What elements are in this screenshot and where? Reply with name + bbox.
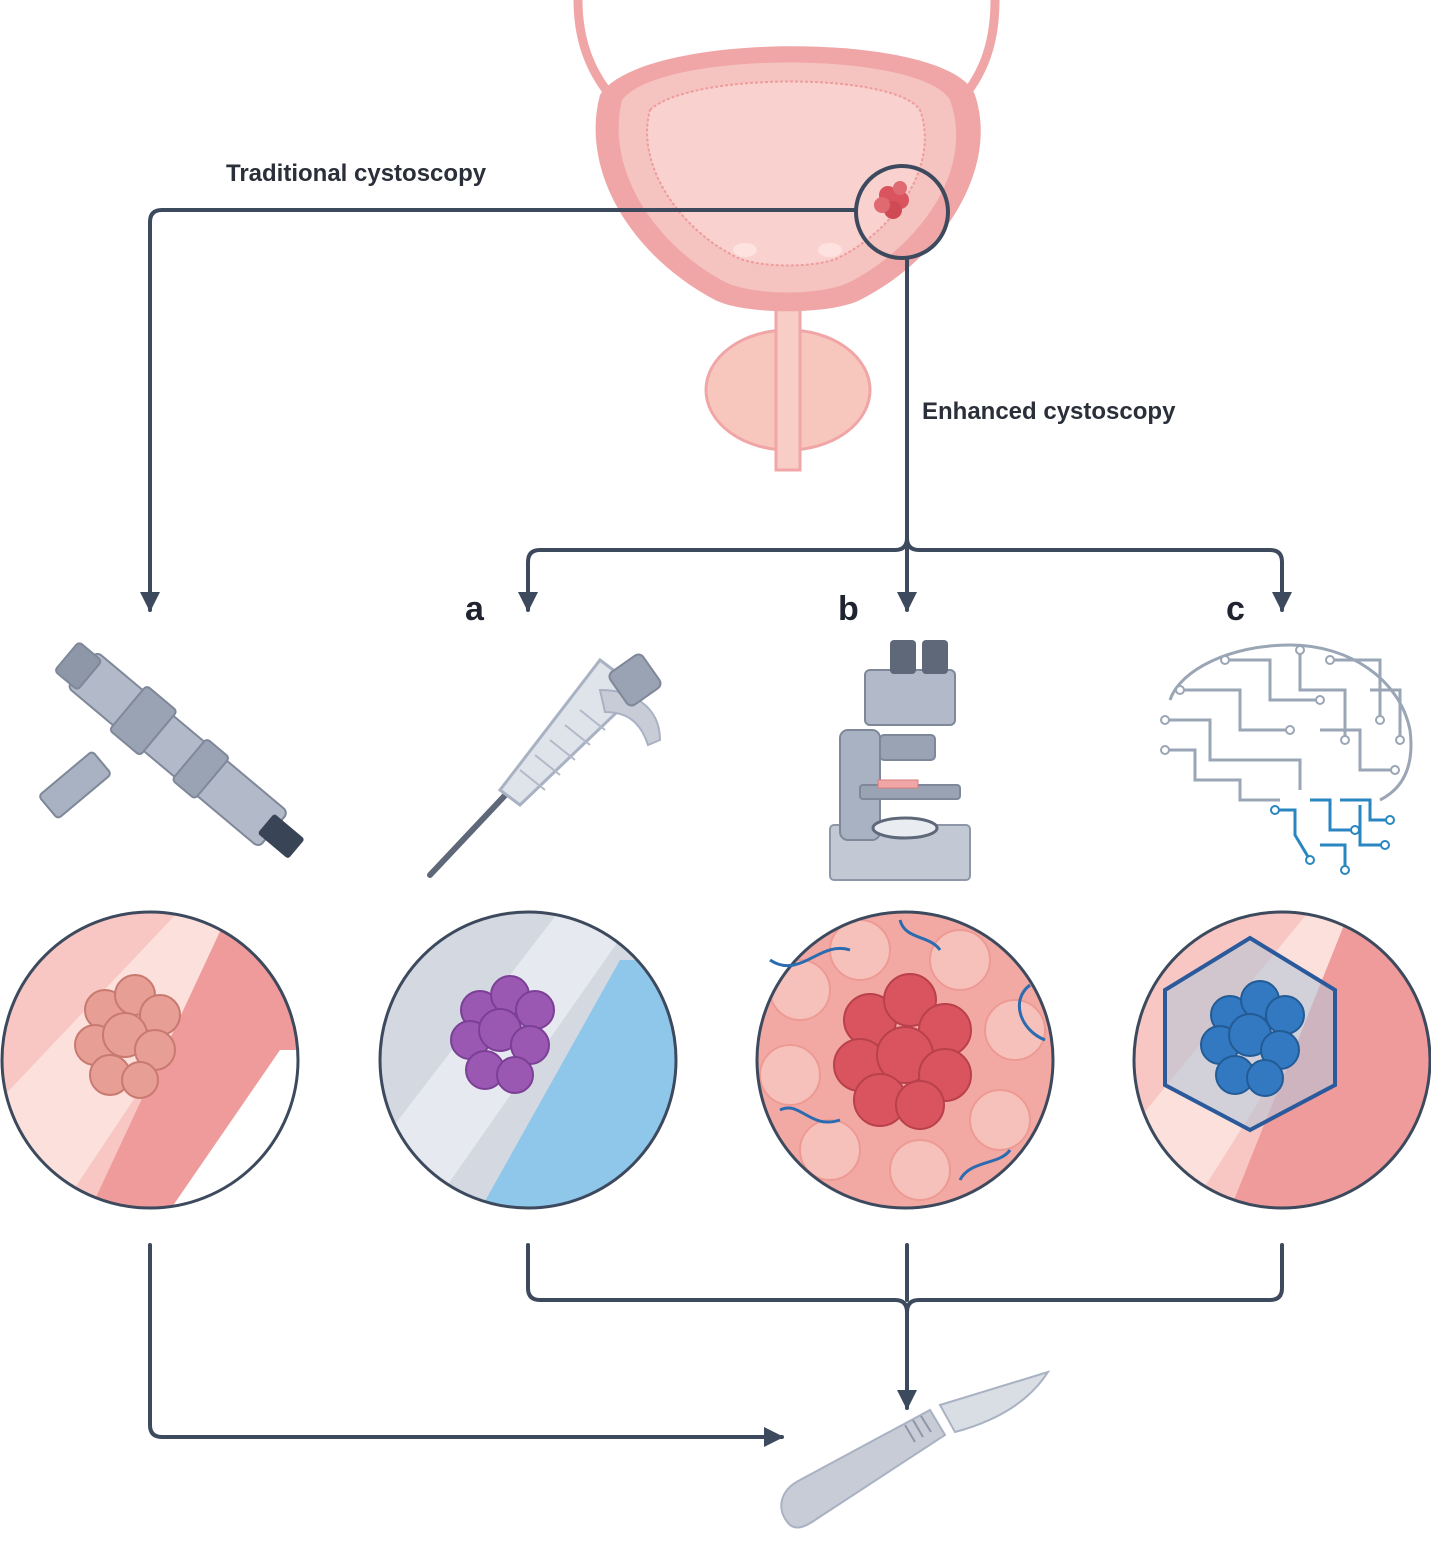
enhanced-arrow-c — [905, 536, 1292, 612]
tumor-c — [1200, 980, 1305, 1097]
tumor-traditional — [74, 974, 181, 1099]
flow-arrows — [140, 208, 1292, 1447]
panel-label-a: a — [465, 590, 484, 628]
circuit-brain-icon — [1160, 643, 1413, 875]
merge-arrow — [526, 1243, 917, 1410]
bladder-prostate-icon — [573, 0, 1000, 472]
view-circle-b — [755, 910, 1055, 1210]
tumor-b — [833, 973, 972, 1130]
traditional-cystoscopy-label: Traditional cystoscopy — [226, 160, 487, 187]
panel-label-c: c — [1226, 590, 1245, 628]
traditional-view-circle — [0, 910, 300, 1210]
pipette-icon — [427, 653, 662, 878]
bladder-tumor — [874, 181, 909, 219]
traditional-arrow — [140, 208, 858, 612]
tumor-a — [450, 975, 555, 1094]
merge-branch-c — [905, 1243, 1284, 1314]
microscope-icon — [829, 640, 971, 881]
blood-vessels — [769, 919, 1046, 1181]
enhanced-cystoscopy-label: Enhanced cystoscopy — [922, 398, 1176, 425]
scalpel-icon — [780, 1370, 1051, 1529]
view-circle-a — [378, 910, 678, 1210]
panel-label-b: b — [838, 590, 859, 628]
cystoscope-icon — [39, 642, 304, 858]
view-circle-c — [1132, 910, 1431, 1210]
traditional-to-surgery-arrow — [148, 1243, 784, 1447]
